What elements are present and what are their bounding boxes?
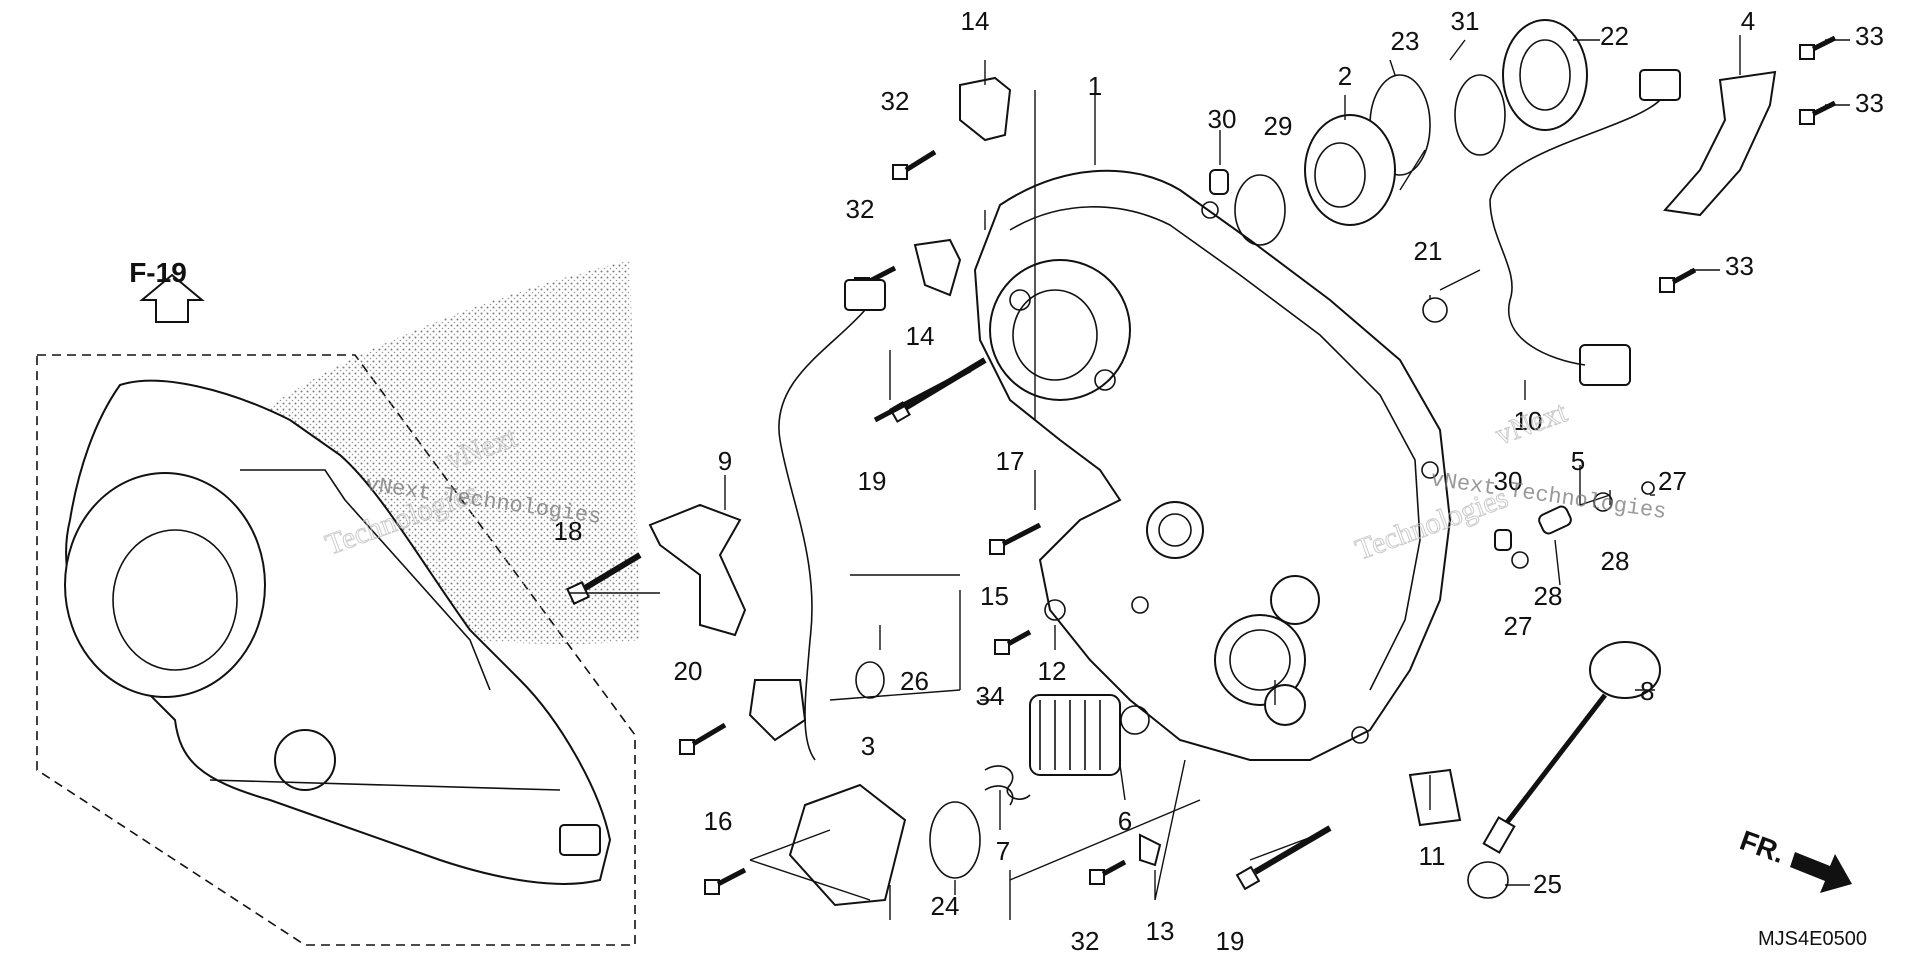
callout-32-bottom: 32: [1071, 926, 1100, 956]
reference-label: F-19: [129, 257, 187, 288]
callout-14-top: 14: [961, 6, 990, 36]
callout-12: 12: [1038, 656, 1067, 686]
callout-labels: 1 2 3 4 5 6 7 8 9 10 11 12 13 14 14 15 1…: [554, 6, 1884, 956]
main-cover-part: [973, 169, 1452, 761]
cover-boss: [274, 729, 336, 791]
callout-19-bottom: 19: [1216, 926, 1245, 956]
callout-28-right: 28: [1601, 546, 1630, 576]
callout-32-top: 32: [881, 86, 910, 116]
callout-16: 16: [704, 806, 733, 836]
callout-8: 8: [1640, 676, 1654, 706]
callout-18: 18: [554, 516, 583, 546]
callout-19-left: 19: [858, 466, 887, 496]
callout-13: 13: [1146, 916, 1175, 946]
callout-15: 15: [980, 581, 1009, 611]
callout-25: 25: [1533, 869, 1562, 899]
callout-33-second: 33: [1855, 88, 1884, 118]
callout-29: 29: [1264, 111, 1293, 141]
callout-11: 11: [1419, 841, 1446, 871]
callout-22: 22: [1600, 21, 1629, 51]
callout-7: 7: [996, 836, 1010, 866]
callout-5: 5: [1571, 446, 1585, 476]
callout-20: 20: [674, 656, 703, 686]
direction-indicator: FR.: [1736, 825, 1852, 893]
dashed-boundary: [36, 354, 636, 946]
front-arrow-icon: [1790, 852, 1852, 893]
callout-31: 31: [1451, 6, 1480, 36]
callout-26: 26: [900, 666, 929, 696]
callout-6: 6: [1118, 806, 1132, 836]
cover-edge-detail: [209, 469, 561, 791]
callout-21: 21: [1414, 236, 1443, 266]
cover-dome-inner: [112, 529, 238, 671]
callout-3: 3: [861, 731, 875, 761]
leader-lines: [570, 35, 1850, 920]
callout-30-right: 30: [1494, 466, 1523, 496]
hardware-parts: [566, 19, 1837, 907]
callout-28-bottom: 28: [1534, 581, 1563, 611]
up-arrow-icon: [139, 273, 205, 323]
callout-4: 4: [1741, 6, 1755, 36]
cover-tab: [559, 824, 601, 856]
callout-23: 23: [1391, 26, 1420, 56]
callout-27-bottom: 27: [1504, 611, 1533, 641]
callout-30-top: 30: [1208, 104, 1237, 134]
callout-14-middle: 14: [906, 321, 935, 351]
callout-27-right: 27: [1658, 466, 1687, 496]
callout-32-middle: 32: [846, 194, 875, 224]
callout-24: 24: [931, 891, 960, 921]
callout-33-third: 33: [1725, 251, 1754, 281]
cover-dome: [64, 472, 266, 698]
callout-34: 34: [976, 681, 1005, 711]
callout-1: 1: [1088, 71, 1102, 101]
watermark-right-1: vNext: [1491, 395, 1572, 451]
callout-17: 17: [996, 446, 1025, 476]
callout-9: 9: [718, 446, 732, 476]
direction-label: FR.: [1736, 825, 1789, 870]
reference-cover-group: F-19: [36, 257, 640, 946]
callout-2: 2: [1338, 61, 1352, 91]
callout-10: 10: [1514, 406, 1543, 436]
callout-33-top: 33: [1855, 21, 1884, 51]
drawing-code: MJS4E0500: [1758, 928, 1867, 950]
